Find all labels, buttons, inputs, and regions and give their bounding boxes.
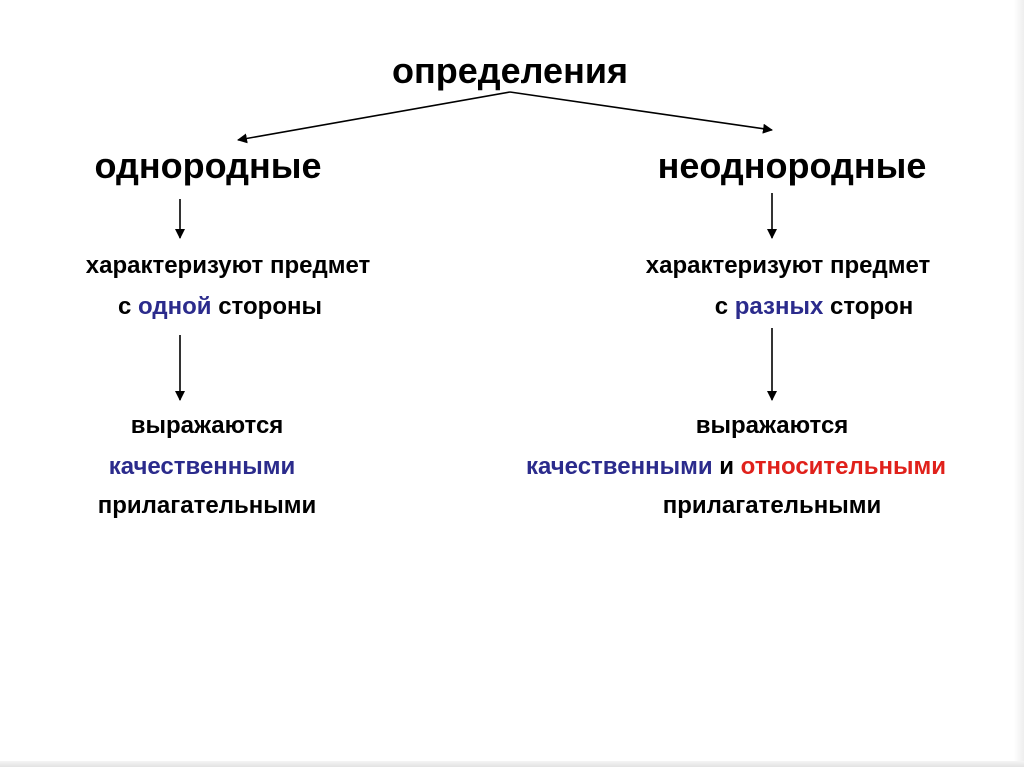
slide-edge-bottom (0, 761, 1024, 767)
right-expression-line1: выражаются (695, 412, 849, 439)
right-description-prefix: с (714, 293, 735, 320)
right-expression-conjunction: и (712, 453, 741, 480)
left-branch-heading: однородные (94, 145, 322, 186)
left-description-highlight: одной (138, 293, 212, 320)
left-description-line1: характеризуют предмет (85, 252, 371, 279)
arrow-to-right-branch (509, 91, 773, 134)
diagram-title: определения (392, 50, 628, 91)
left-description-suffix: стороны (211, 293, 322, 320)
left-description-line2: с одной стороны (118, 289, 322, 325)
slide-edge-right (1014, 0, 1024, 767)
right-description-line2: с разных сторон (715, 289, 914, 325)
left-expression-line2: качественными (108, 453, 296, 480)
right-description-highlight: разных (734, 293, 824, 320)
left-description-prefix: с (118, 293, 139, 320)
right-expression-qualitative: качественными (525, 453, 713, 480)
right-expression-relative: относительными (740, 453, 947, 480)
arrow-to-left-branch (237, 91, 511, 144)
right-branch-heading: неоднородные (657, 145, 927, 186)
right-description-line1: характеризуют предмет (645, 252, 931, 279)
right-expression-line2: качественными и относительными (526, 449, 946, 485)
right-expression-line3: прилагательными (662, 492, 882, 519)
right-description-suffix: сторон (823, 293, 914, 320)
left-expression-line3: прилагательными (97, 492, 317, 519)
left-expression-line1: выражаются (130, 412, 284, 439)
